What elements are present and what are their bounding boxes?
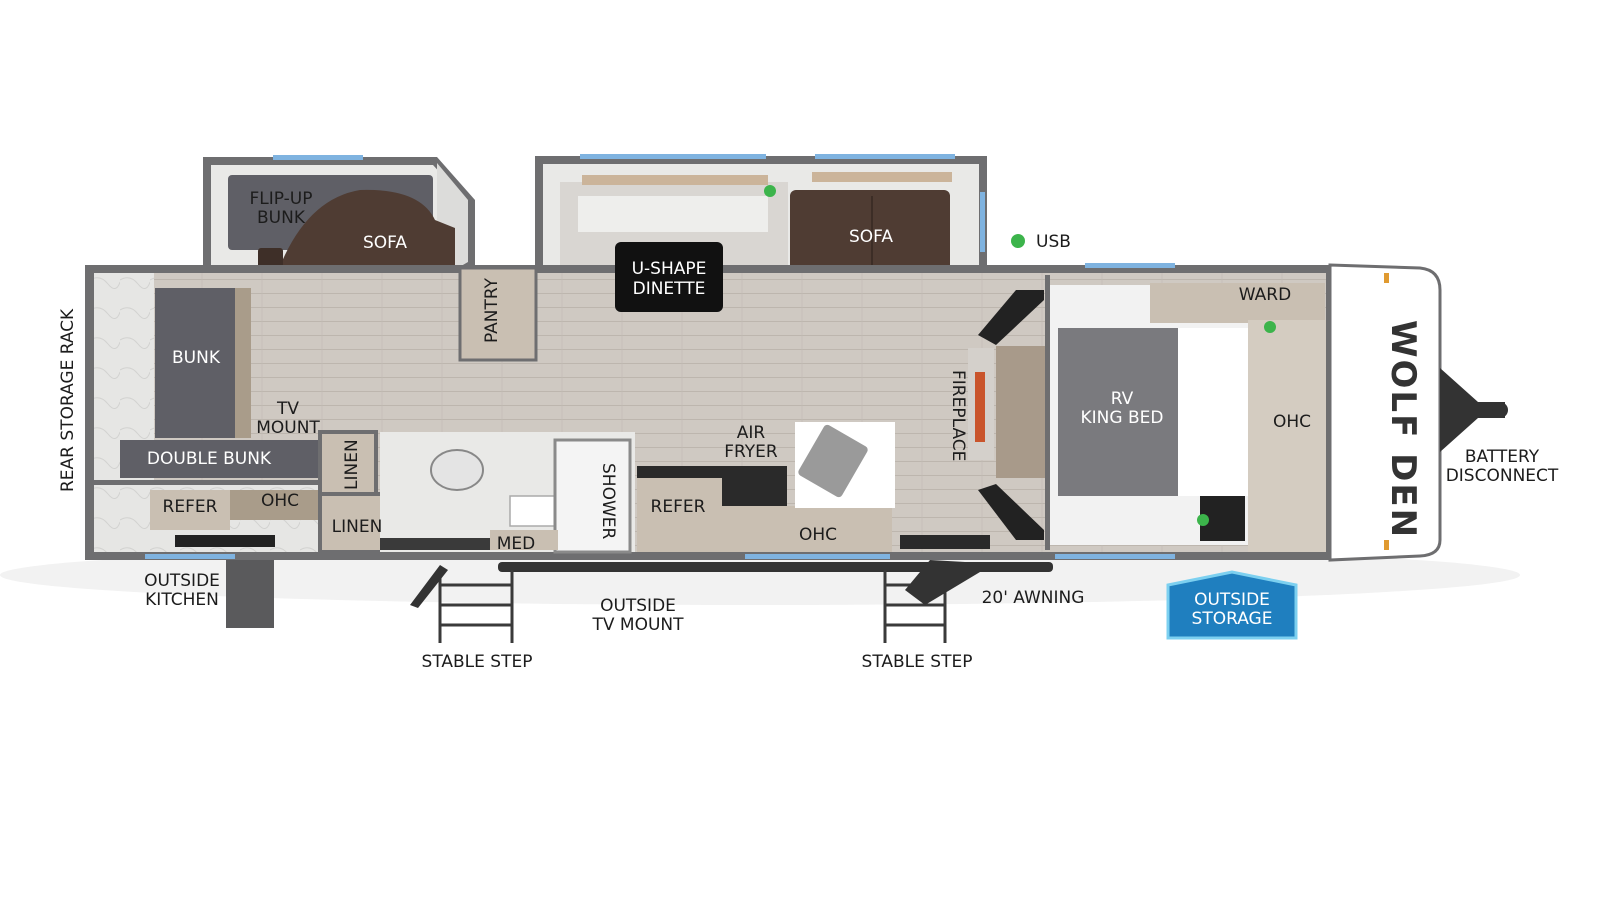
label-sofa-rear: SOFA <box>363 233 407 253</box>
label-flip-up-bunk-2: BUNK <box>257 208 306 228</box>
usb-dot-bed <box>1197 514 1209 526</box>
label-battery-disconnect: BATTERY <box>1465 447 1540 467</box>
label-ward: WARD <box>1239 285 1291 305</box>
label-outside-storage-2: STORAGE <box>1192 609 1273 629</box>
label-bed: RV <box>1111 389 1134 409</box>
label-bed-2: KING BED <box>1081 408 1164 428</box>
label-linen: LINEN <box>332 517 383 537</box>
label-outside-storage: OUTSIDE <box>1194 590 1270 610</box>
label-double-bunk: DOUBLE BUNK <box>147 449 272 469</box>
label-dinette: U-SHAPE <box>632 259 707 279</box>
label-refer-rear: REFER <box>163 497 218 517</box>
label-rear-storage-rack: REAR STORAGE RACK <box>58 308 78 492</box>
label-pantry: PANTRY <box>482 277 502 343</box>
label-awning: 20' AWNING <box>982 588 1085 608</box>
trailer-body <box>85 263 1508 562</box>
label-med: MED <box>497 534 536 554</box>
label-bunk: BUNK <box>172 348 221 368</box>
label-stable-step-right: STABLE STEP <box>862 652 973 672</box>
label-ohc-rear: OHC <box>261 491 299 511</box>
label-tv-mount-2: MOUNT <box>256 418 320 438</box>
label-ohc-kitchen: OHC <box>799 525 837 545</box>
label-usb: USB <box>1036 232 1071 252</box>
label-ohc-front: OHC <box>1273 412 1311 432</box>
label-stable-step-left: STABLE STEP <box>422 652 533 672</box>
label-air-fryer-2: FRYER <box>724 442 778 462</box>
label-tv-mount: TV <box>276 399 299 419</box>
label-outside-kitchen-2: KITCHEN <box>145 590 219 610</box>
label-refer-kitchen: REFER <box>651 497 706 517</box>
brand-logo: WOLF DEN <box>1383 320 1423 539</box>
label-air-fryer: AIR <box>737 423 766 443</box>
label-shower: SHOWER <box>598 463 618 540</box>
label-outside-kitchen: OUTSIDE <box>144 571 220 591</box>
label-battery-disconnect-2: DISCONNECT <box>1446 466 1559 486</box>
label-outside-tv-mount-2: TV MOUNT <box>591 615 684 635</box>
label-fireplace: FIREPLACE <box>948 370 968 461</box>
usb-dot-dinette <box>764 185 776 197</box>
exterior-features <box>226 560 1053 643</box>
label-sofa-front: SOFA <box>849 227 893 247</box>
outside-storage-badge <box>1166 570 1298 640</box>
label-outside-tv-mount: OUTSIDE <box>600 596 676 616</box>
label-linen-vertical: LINEN <box>342 439 362 490</box>
label-dinette-2: DINETTE <box>633 279 706 299</box>
label-flip-up-bunk: FLIP-UP <box>250 189 313 209</box>
usb-dot-legend <box>1011 234 1025 248</box>
dinette-label-box <box>615 242 723 312</box>
usb-dot-ward <box>1264 321 1276 333</box>
